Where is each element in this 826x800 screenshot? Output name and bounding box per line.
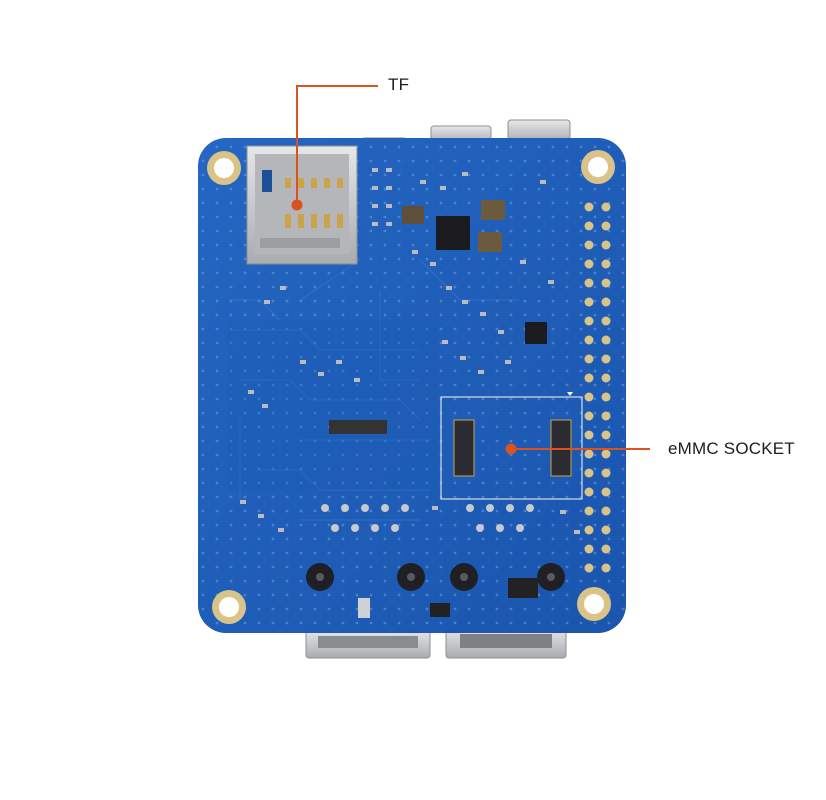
gpio-header	[584, 202, 611, 573]
pcb-traces	[230, 259, 520, 521]
through-hole-pads	[321, 504, 534, 532]
mounting-holes	[207, 150, 615, 624]
components	[329, 200, 547, 618]
emmc-callout-dot	[505, 443, 517, 455]
tf-label: TF	[388, 75, 410, 94]
smd-parts	[240, 168, 580, 534]
round-components	[306, 563, 565, 591]
callouts	[291, 85, 650, 455]
bottom-connectors	[305, 627, 567, 659]
tf-callout-dot	[291, 199, 303, 211]
tf-callout-line	[296, 85, 378, 205]
emmc-socket-label: eMMC SOCKET	[668, 439, 795, 458]
